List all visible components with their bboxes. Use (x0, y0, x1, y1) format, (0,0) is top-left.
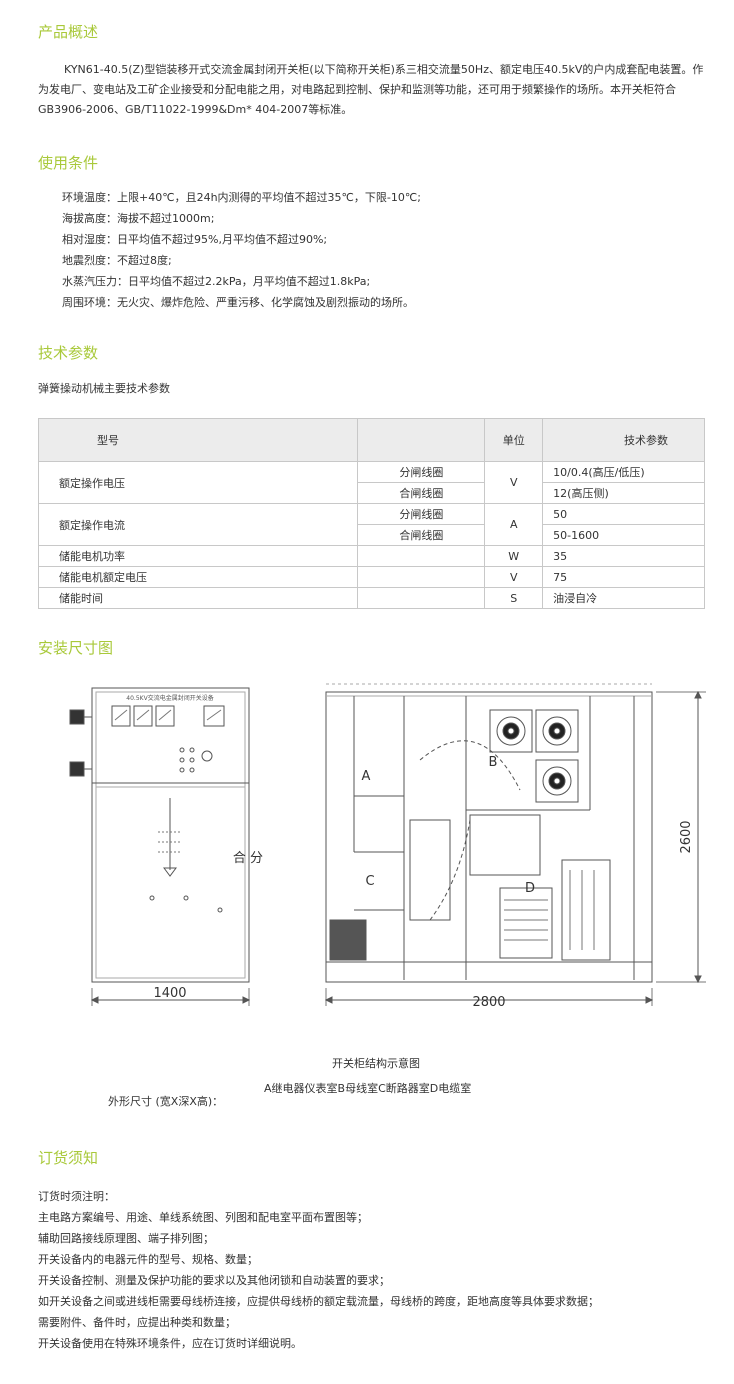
condition-item: 环境温度：上限+40℃，且24h内测得的平均值不超过35℃，下限-10℃; (62, 191, 421, 204)
compartment-d: D (525, 881, 535, 896)
conditions-list: 环境温度：上限+40℃，且24h内测得的平均值不超过35℃，下限-10℃; 海拔… (62, 187, 421, 313)
header-param: 技术参数 (542, 418, 705, 462)
conditions-heading: 使用条件 (38, 154, 99, 172)
row-value: 50 (542, 503, 705, 525)
condition-item: 地震烈度：不超过8度; (62, 254, 172, 267)
header-unit: 单位 (484, 418, 544, 462)
row-sub-blank (357, 545, 486, 567)
row-value: 油浸自冷 (542, 587, 705, 609)
row-name: 储能电机功率 (37, 545, 359, 567)
order-item: 主电路方案编号、用途、单线系统图、列图和配电室平面布置图等； (38, 1211, 368, 1224)
order-heading: 订货须知 (38, 1149, 99, 1167)
order-item: 需要附件、备件时，应提出种类和数量； (38, 1316, 236, 1329)
table-row: 储能时间 S 油浸自冷 (37, 587, 705, 609)
install-heading: 安装尺寸图 (38, 639, 114, 657)
order-item: 开关设备使用在特殊环境条件，应在订货时详细说明。 (38, 1337, 302, 1350)
condition-item: 相对湿度：日平均值不超过95%,月平均值不超过90%; (62, 233, 328, 246)
row-sub: 合闸线圈 (357, 524, 486, 546)
row-value: 10/0.4(高压/低压) (542, 461, 705, 483)
row-name: 额定操作电压 (37, 461, 359, 504)
row-value: 12(高压侧) (542, 482, 705, 504)
installation-drawing: 40.5KV交流电金属封闭开关设备 合 分 1400 2800 2600 A B… (69, 683, 706, 1010)
row-sub-blank (357, 587, 486, 609)
row-unit: A (484, 503, 544, 546)
row-sub: 分闸线圈 (357, 503, 486, 525)
side-view (324, 683, 706, 1006)
header-model: 型号 (37, 418, 359, 462)
front-view (69, 687, 251, 1006)
overview-body: KYN61-40.5(Z)型铠装移开式交流金属封闭开关柜(以下简称开关柜)系三相… (38, 63, 704, 116)
drawing-caption: 开关柜结构示意图 (332, 1057, 420, 1070)
row-name: 额定操作电流 (37, 503, 359, 546)
table-row: 储能电机功率 W 35 (37, 545, 705, 567)
row-sub-blank (357, 566, 486, 588)
drawing-legend: A继电器仪表室B母线室C断路器室D电缆室 (264, 1082, 472, 1095)
condition-item: 周围环境：无火灾、爆炸危险、严重污移、化学腐蚀及剧烈振动的场所。 (62, 296, 414, 309)
compartment-c: C (365, 874, 374, 889)
row-value: 50-1600 (542, 524, 705, 546)
tech-subtitle: 弹簧操动机械主要技术参数 (38, 382, 170, 395)
table-row: 额定操作电流 分闸线圈 A 50 (37, 503, 705, 546)
table-header-row: 型号 单位 技术参数 (37, 418, 705, 462)
order-list: 订货时须注明： 主电路方案编号、用途、单线系统图、列图和配电室平面布置图等； 辅… (38, 1186, 599, 1354)
compartment-a: A (362, 769, 371, 784)
order-item: 开关设备控制、测量及保护功能的要求以及其他闭锁和自动装置的要求； (38, 1274, 390, 1287)
row-value: 75 (542, 566, 705, 588)
row-value: 35 (542, 545, 705, 567)
overview-heading: 产品概述 (38, 23, 99, 41)
row-unit: W (484, 545, 544, 567)
table-row: 储能电机额定电压 V 75 (37, 566, 705, 588)
condition-item: 水蒸汽压力：日平均值不超过2.2kPa，月平均值不超过1.8kPa; (62, 275, 371, 288)
compartment-b: B (489, 755, 498, 770)
overview-text: KYN61-40.5(Z)型铠装移开式交流金属封闭开关柜(以下简称开关柜)系三相… (38, 60, 706, 120)
dim-depth: 2800 (472, 995, 505, 1010)
table-row: 额定操作电压 分闸线圈 V 10/0.4(高压/低压) (37, 461, 705, 504)
row-name: 储能时间 (37, 587, 359, 609)
dim-width: 1400 (153, 986, 186, 1001)
front-nameplate: 40.5KV交流电金属封闭开关设备 (126, 694, 213, 702)
dim-height: 2600 (679, 820, 694, 853)
condition-item: 海拔高度：海拔不超过1000m; (62, 212, 215, 225)
row-unit: V (484, 566, 544, 588)
order-item: 订货时须注明： (38, 1190, 115, 1203)
row-name: 储能电机额定电压 (37, 566, 359, 588)
row-unit: S (484, 587, 544, 609)
front-switch-label: 合 分 (233, 851, 263, 866)
row-sub: 合闸线圈 (357, 482, 486, 504)
order-item: 如开关设备之间或进线柜需要母线桥连接，应提供母线桥的额定载流量，母线桥的跨度，距… (38, 1295, 599, 1308)
tech-heading: 技术参数 (38, 344, 99, 362)
order-item: 辅助回路接线原理图、端子排列图； (38, 1232, 214, 1245)
row-sub: 分闸线圈 (357, 461, 486, 483)
order-item: 开关设备内的电器元件的型号、规格、数量； (38, 1253, 258, 1266)
row-unit: V (484, 461, 544, 504)
header-blank (357, 418, 486, 462)
outline-size-label: 外形尺寸 (宽X深X高)： (108, 1095, 224, 1108)
params-table: 型号 单位 技术参数 额定操作电压 分闸线圈 V 10/0.4(高压/低压) 合… (37, 418, 705, 609)
